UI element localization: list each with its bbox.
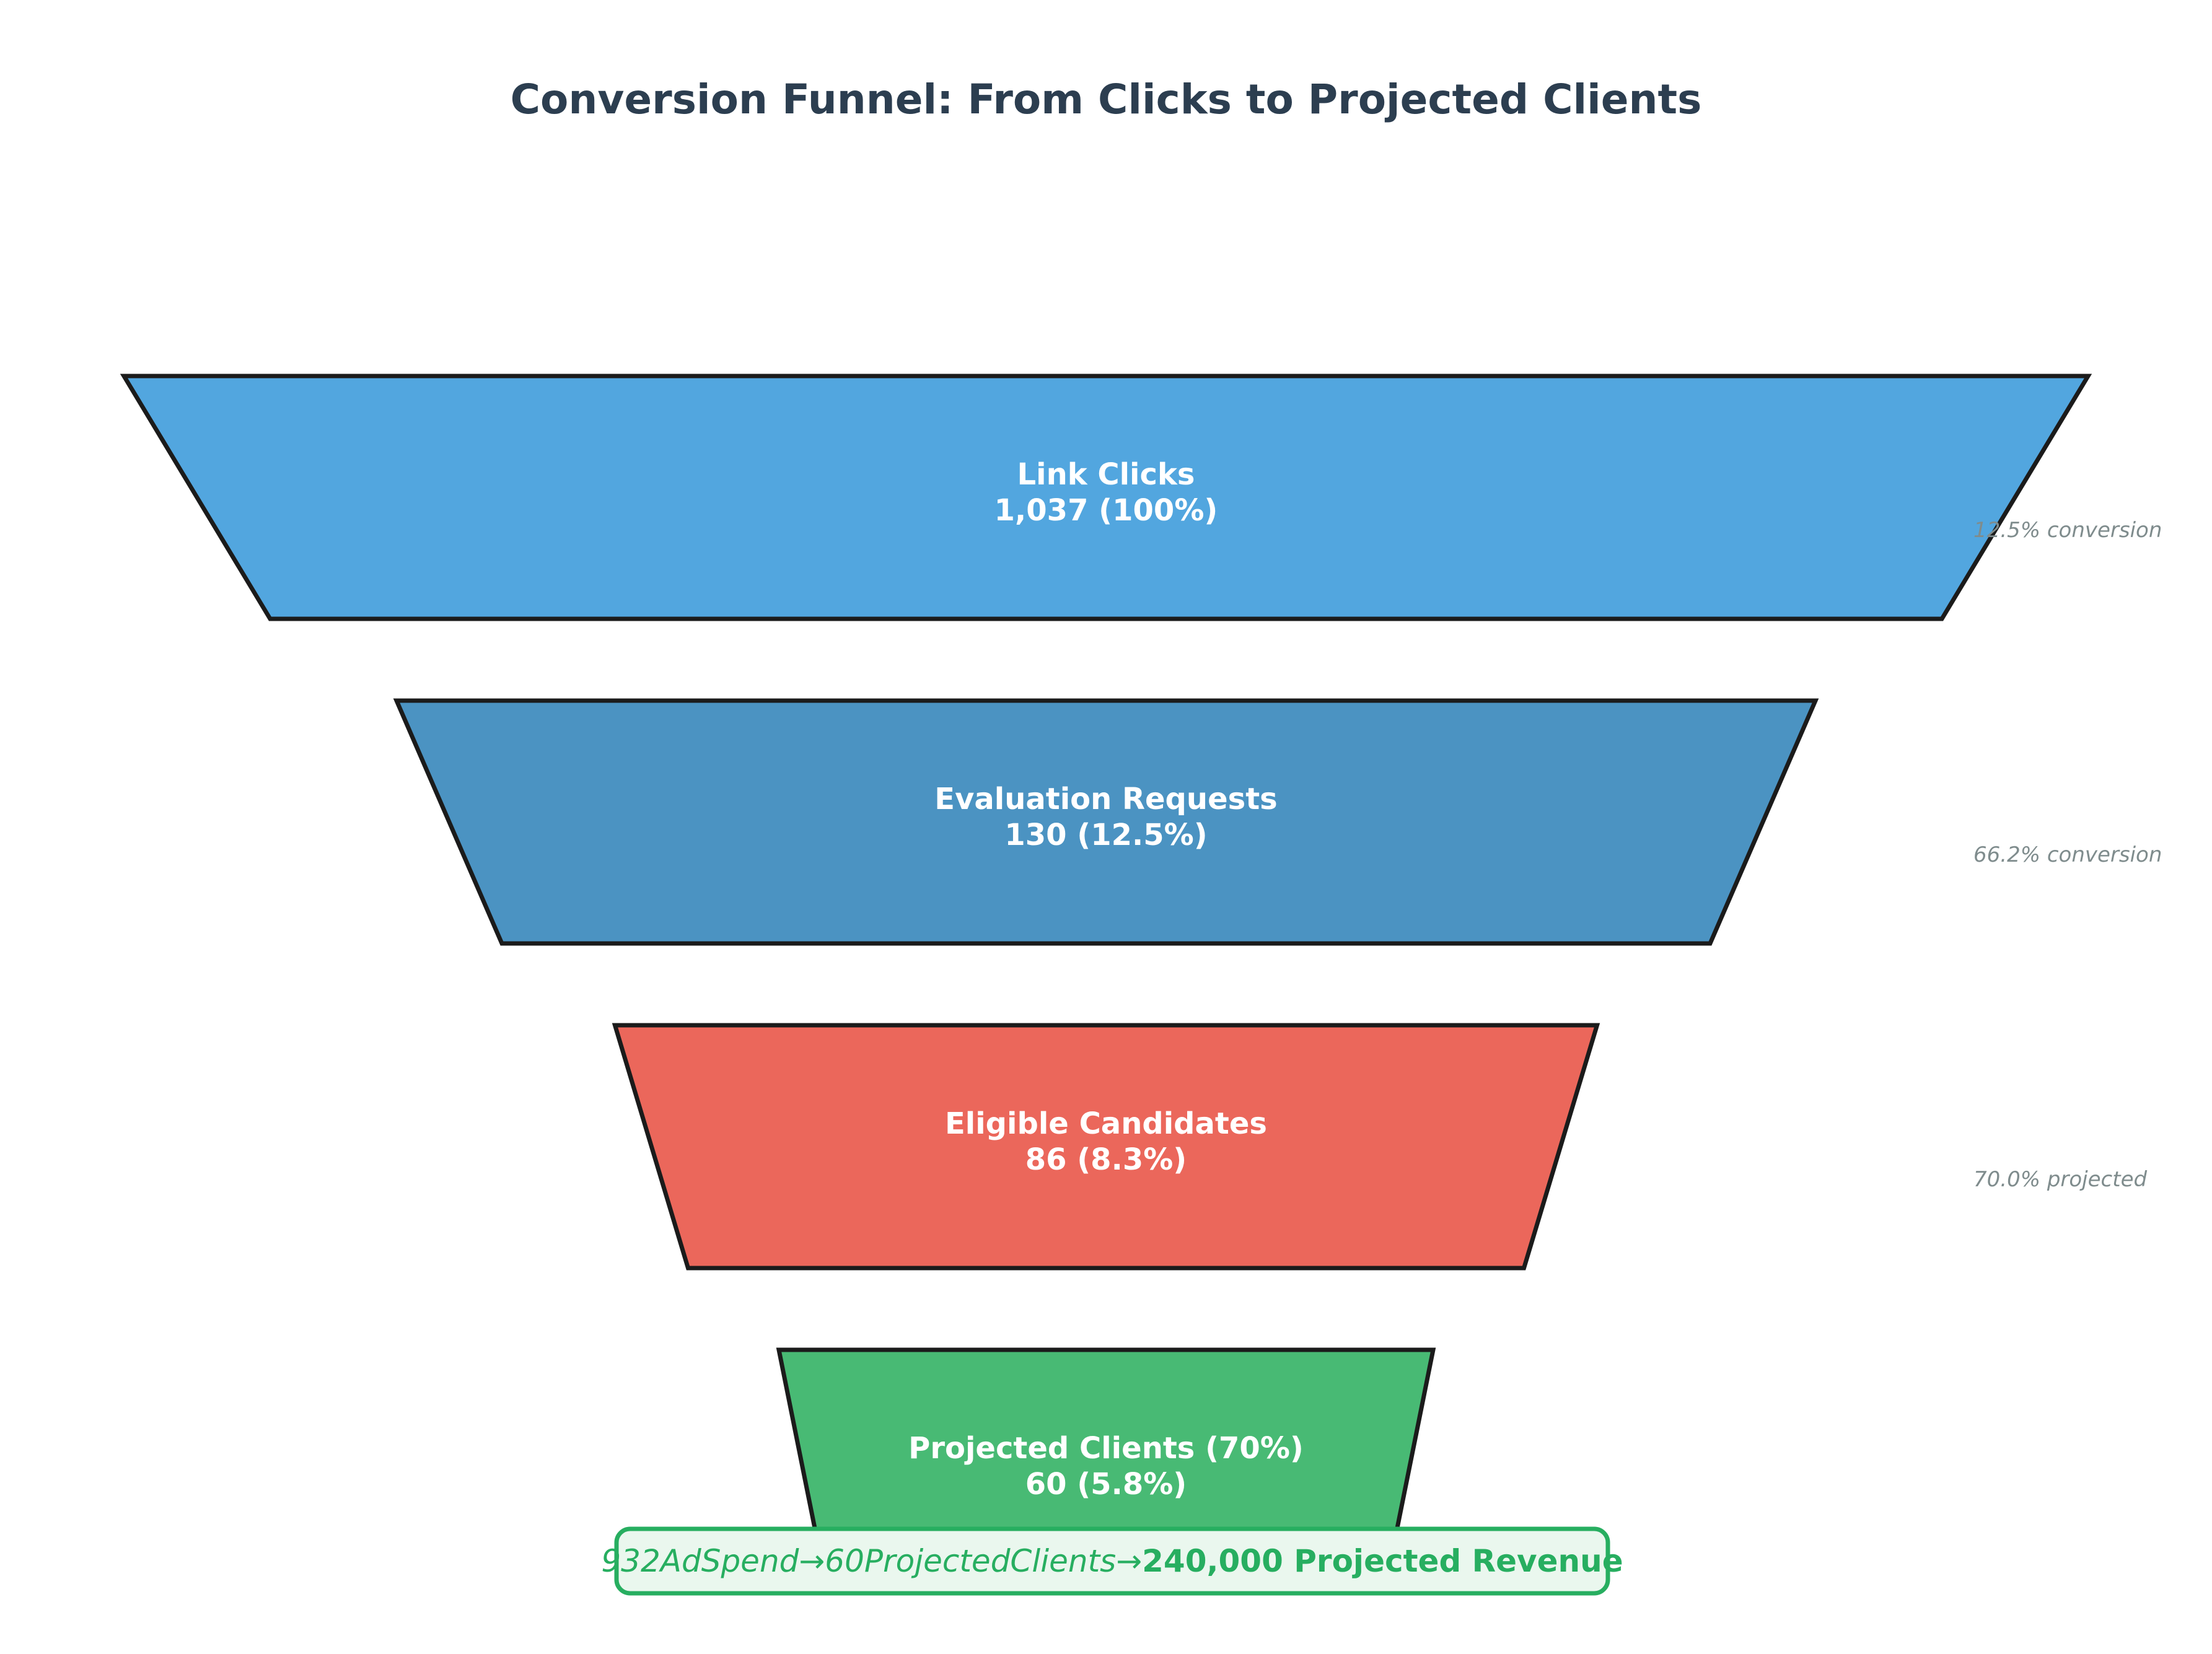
summary-box (614, 1526, 1610, 1596)
stage-value-label: 60 (5.8%) (1025, 1467, 1187, 1502)
funnel-stage-0 (120, 374, 2092, 621)
summary-text: 932AdSpend→60ProjectedClients→240,000 Pr… (601, 1543, 1623, 1579)
summary-bold-part: 240,000 Projected Revenue (1142, 1543, 1623, 1579)
stage-value-label: 86 (8.3%) (1025, 1142, 1187, 1177)
chart-title: Conversion Funnel: From Clicks to Projec… (511, 76, 1702, 123)
conversion-annotations: 12.5% conversion 66.2% conversion 70.0% pr… (1973, 518, 2162, 1192)
stage-name-label: Evaluation Requests (934, 782, 1277, 816)
stage-value-label: 130 (12.5%) (1004, 818, 1207, 852)
stage-name-label: Eligible Candidates (945, 1106, 1267, 1141)
funnel-stage-1 (393, 698, 1819, 946)
conversion-rate-label: 12.5% conversion (1973, 518, 2162, 543)
conversion-rate-label: 66.2% conversion (1973, 842, 2162, 867)
funnel-stage-2 (612, 1023, 1600, 1271)
stage-name-label: Link Clicks (1017, 457, 1195, 492)
stage-value-label: 1,037 (100%) (994, 493, 1218, 528)
stage-name-label: Projected Clients (70%) (908, 1431, 1304, 1466)
conversion-rate-label: 70.0% projected (1973, 1167, 2147, 1192)
summary-italic-part: 932AdSpend→60ProjectedClients→ (601, 1543, 1142, 1579)
summary-banner: 932AdSpend→60ProjectedClients→240,000 Pr… (601, 1526, 1623, 1596)
